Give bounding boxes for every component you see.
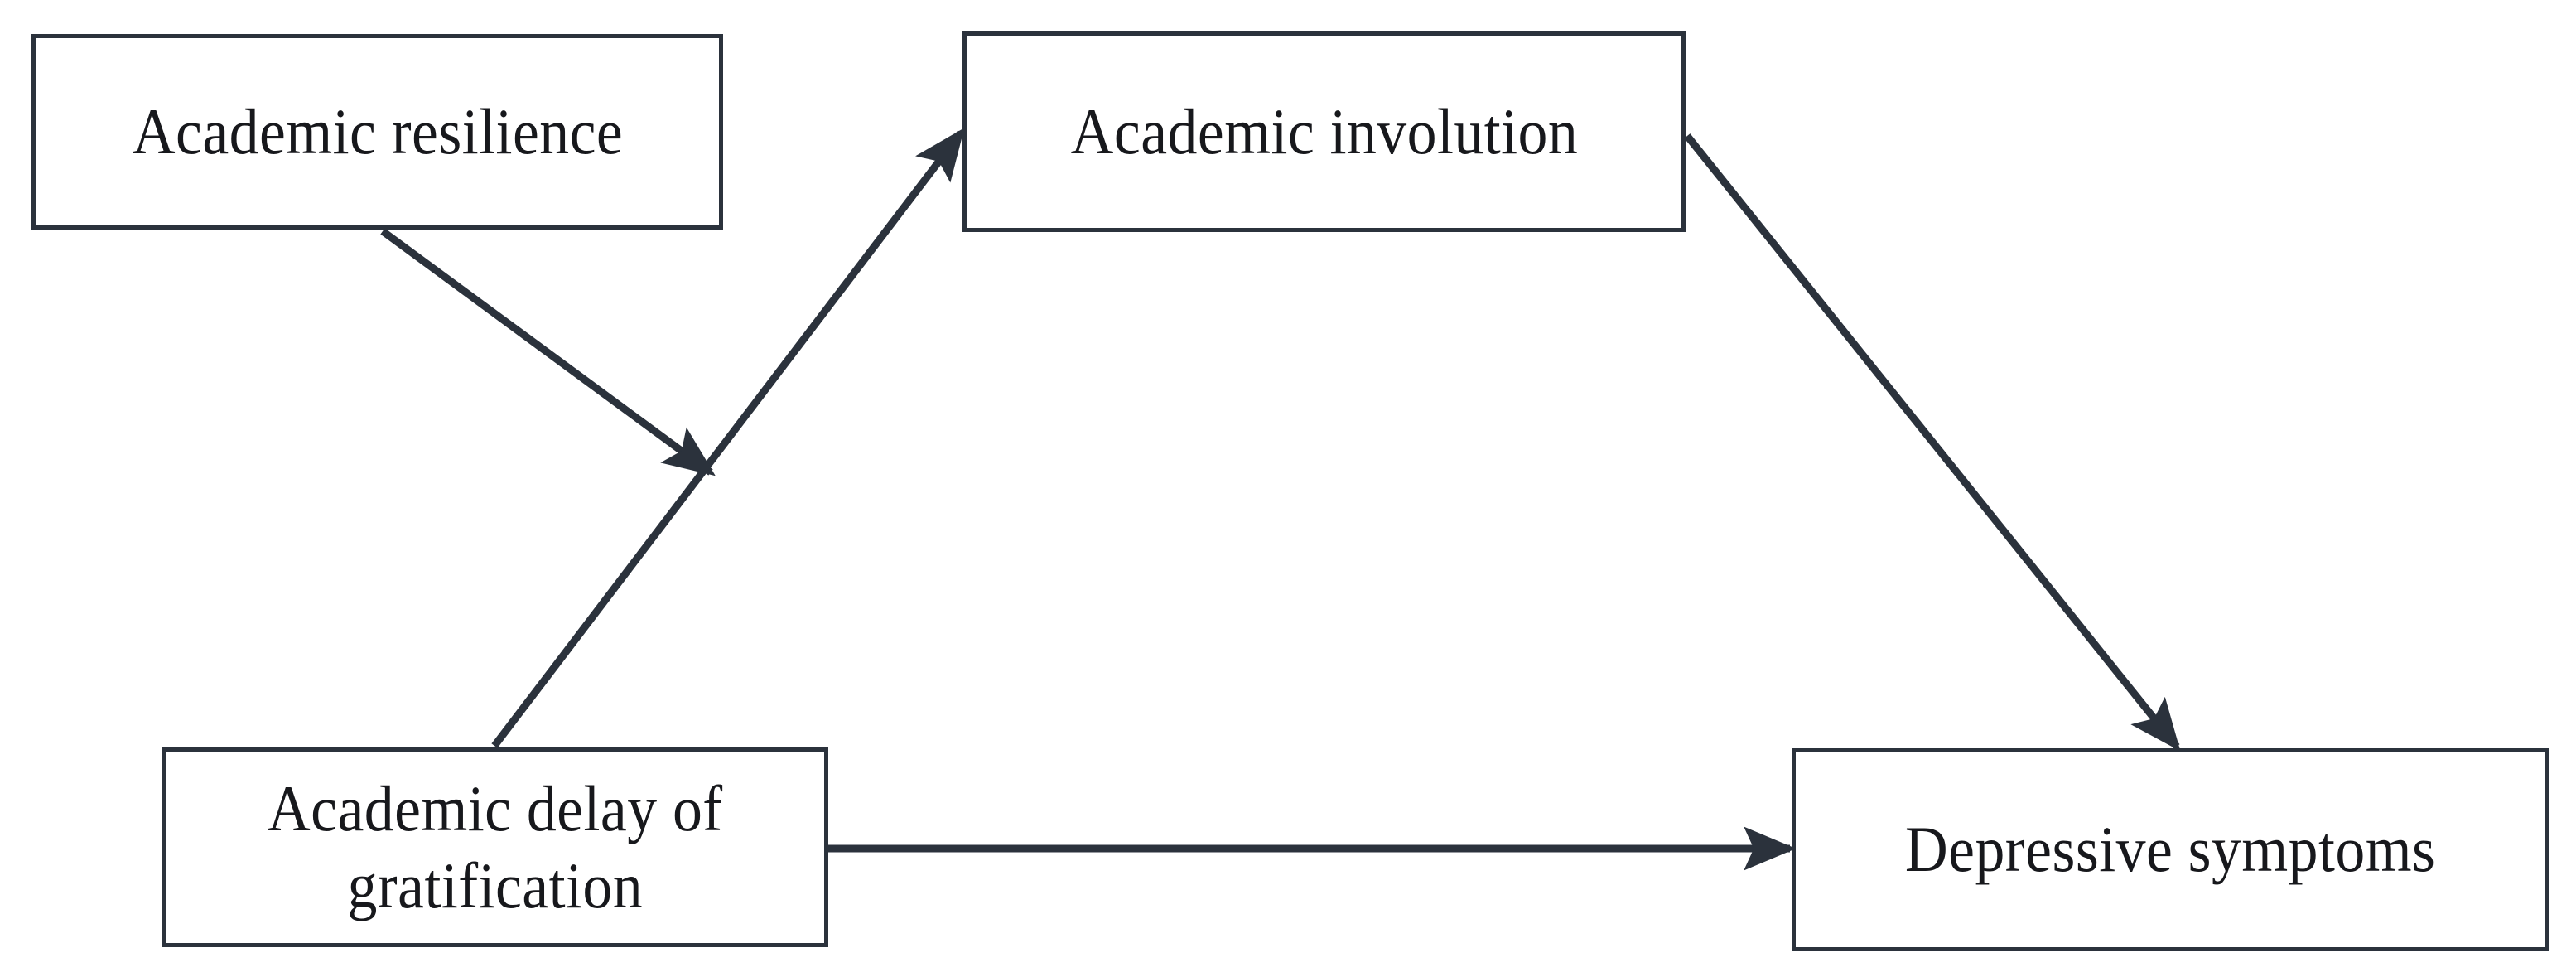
edge-resilience-to-path [380, 228, 716, 476]
node-academic-resilience-label: Academic resilience [132, 94, 623, 167]
node-academic-delay-of-gratification: Academic delay of gratification [162, 747, 828, 947]
node-depressive-symptoms-label: Depressive symptoms [1905, 813, 2436, 886]
node-academic-resilience: Academic resilience [31, 34, 723, 230]
node-academic-delay-of-gratification-label: Academic delay of gratification [267, 772, 723, 921]
node-academic-involution: Academic involution [962, 31, 1686, 232]
node-academic-involution-label: Academic involution [1070, 94, 1578, 167]
node-depressive-symptoms: Depressive symptoms [1792, 748, 2549, 951]
edge-involution-to-depressive [1684, 133, 2181, 752]
